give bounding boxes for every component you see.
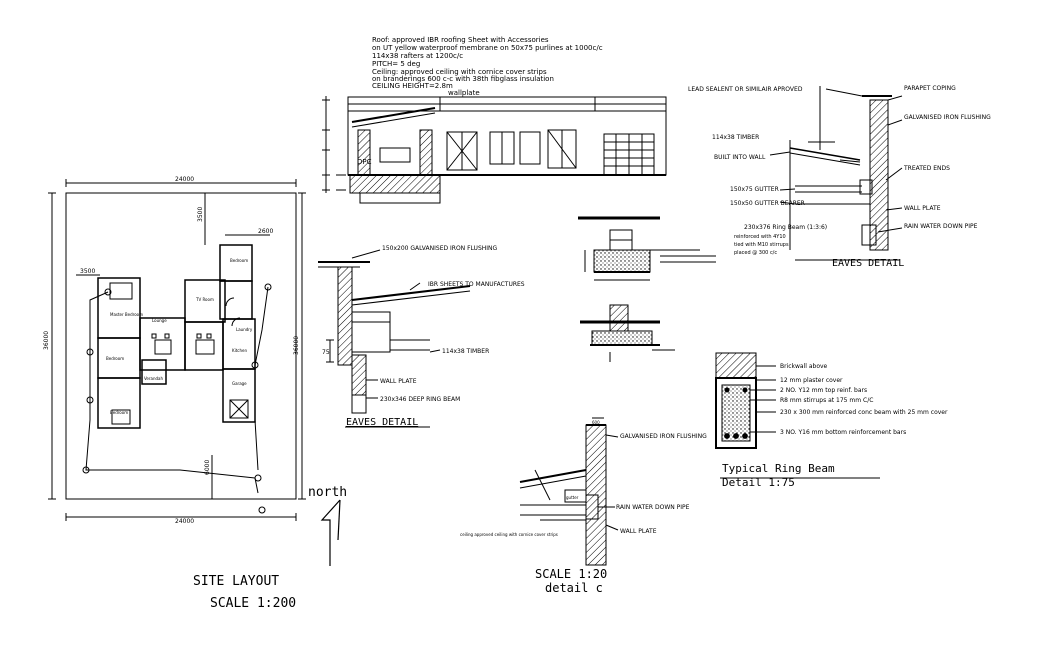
elev-note-4: Ceiling: approved ceiling with cornice c… bbox=[372, 68, 547, 76]
elev-note-3: PITCH= 5 deg bbox=[372, 60, 420, 68]
detail-c bbox=[519, 417, 619, 566]
eaves-detail-left bbox=[318, 249, 471, 428]
eaves-right-label-10: 230x376 Ring Beam (1:3:6) bbox=[744, 224, 827, 231]
eaves-left-label-0: 150x200 GALVANISED IRON FLUSHING bbox=[382, 245, 498, 252]
site-dim-bottom: 24000 bbox=[175, 518, 194, 525]
eaves-right-label-11: reinforced with 4Y10 bbox=[734, 234, 786, 240]
site-dim-d: 6000 bbox=[204, 460, 211, 475]
elev-note-6: CEILING HEIGHT=2.8m bbox=[372, 82, 453, 90]
eaves-right-label-2: 114x38 TIMBER bbox=[712, 134, 759, 141]
ring-beam-label-1: 12 mm plaster cover bbox=[780, 377, 843, 384]
footing-detail-top bbox=[578, 216, 716, 281]
eaves-right-title: EAVES DETAIL bbox=[832, 258, 904, 269]
eaves-right-label-7: WALL PLATE bbox=[904, 205, 941, 212]
room-laundry: Laundry bbox=[236, 327, 253, 332]
room-bedroom-3: Bedroom bbox=[230, 258, 248, 263]
eaves-left-label-2: 114x38 TIMBER bbox=[442, 348, 489, 355]
ring-beam-label-2: 2 NO. Y12 mm top reinf. bars bbox=[780, 387, 867, 394]
room-bedroom-1: Bedroom bbox=[106, 356, 124, 361]
elev-note-1: on UT yellow waterproof membrane on 50x7… bbox=[372, 44, 603, 52]
eaves-left-label-4: 230x346 DEEP RING BEAM bbox=[380, 396, 460, 403]
room-tv-room: TV Room bbox=[195, 297, 214, 302]
room-lounge: Lounge bbox=[152, 318, 167, 323]
elev-note-0: Roof: approved IBR roofing Sheet with Ac… bbox=[372, 36, 549, 44]
ring-beam-title: Typical Ring Beam bbox=[722, 462, 835, 475]
site-layout-title: SITE LAYOUT bbox=[193, 574, 279, 589]
room-verandah: Verandah bbox=[144, 376, 164, 381]
detail-c-title: detail c bbox=[545, 581, 603, 595]
detail-c-label-3: WALL PLATE bbox=[620, 528, 657, 535]
eaves-right-label-8: 150x50 GUTTER BEARER bbox=[730, 200, 805, 207]
elev-dpc-label: DPC bbox=[357, 158, 372, 166]
elevation-notes: Roof: approved IBR roofing Sheet with Ac… bbox=[372, 36, 603, 90]
site-dim-top: 24000 bbox=[175, 176, 194, 183]
detail-c-label-1: gutter bbox=[566, 495, 579, 500]
detail-c-label-2: RAIN WATER DOWN PIPE bbox=[616, 504, 690, 511]
house-elevation bbox=[322, 96, 667, 204]
eaves-right-label-3: GALVANISED IRON FLUSHING bbox=[904, 114, 991, 121]
elev-note-2: 114x38 rafters at 1200c/c bbox=[372, 52, 463, 60]
detail-c-scale: SCALE 1:20 bbox=[535, 567, 607, 581]
footing-detail-bottom bbox=[580, 304, 675, 362]
eaves-detail-right bbox=[769, 86, 903, 261]
elev-note-5: on branderings 600 c-c with 38th fibglas… bbox=[372, 75, 554, 83]
room-bedroom-2: Bedroom bbox=[110, 410, 128, 415]
site-dim-right: 36000 bbox=[293, 336, 300, 355]
room-master-bedroom: Master Bedroom bbox=[110, 312, 143, 317]
site-dim-a: 3500 bbox=[80, 268, 95, 275]
ring-beam-label-3: R8 mm stirrups at 175 mm C/C bbox=[780, 397, 873, 404]
eaves-left-label-1: IBR SHEETS TO MANUFACTURES bbox=[428, 281, 525, 288]
eaves-left-dim: 75 bbox=[322, 349, 330, 356]
ring-beam-label-0: Brickwall above bbox=[780, 363, 828, 370]
ring-beam-label-5: 3 NO. Y16 mm bottom reinforcement bars bbox=[780, 429, 906, 436]
eaves-left-label-3: WALL PLATE bbox=[380, 378, 417, 385]
site-dim-c: 3500 bbox=[197, 207, 204, 222]
north-arrow bbox=[320, 499, 341, 566]
ring-beam-label-4: 230 x 300 mm reinforced conc beam with 2… bbox=[780, 409, 948, 416]
eaves-right-label-9: RAIN WATER DOWN PIPE bbox=[904, 223, 978, 230]
eaves-right-label-5: TREATED ENDS bbox=[903, 165, 950, 172]
site-layout-scale: SCALE 1:200 bbox=[210, 596, 296, 611]
ring-beam-detail bbox=[715, 352, 880, 479]
eaves-right-label-13: placed @ 300 c/c bbox=[734, 250, 777, 256]
north-label: north bbox=[308, 485, 347, 500]
eaves-right-label-1: PARAPET COPING bbox=[904, 85, 956, 92]
eaves-right-label-0: LEAD SEALENT OR SIMILAIR APROVED bbox=[688, 86, 803, 93]
site-layout bbox=[48, 179, 306, 521]
detail-c-label-4: ceiling approved ceiling with cornice co… bbox=[460, 532, 558, 537]
room-garage: Garage bbox=[232, 381, 247, 386]
detail-c-label-0: GALVANISED IRON FLUSHING bbox=[620, 433, 707, 440]
site-dim-left: 36000 bbox=[43, 331, 50, 350]
elev-wallplate-label: wallplate bbox=[448, 89, 480, 97]
eaves-right-label-12: tied with M10 stirrups bbox=[734, 242, 789, 248]
room-kitchen: Kitchen bbox=[232, 348, 247, 353]
eaves-left-title: EAVES DETAIL bbox=[346, 417, 418, 428]
site-dim-b: 2600 bbox=[258, 228, 273, 235]
detail-c-dim: 600 bbox=[592, 420, 600, 425]
eaves-right-label-4: BUILT INTO WALL bbox=[714, 154, 766, 161]
eaves-right-label-6: 150x75 GUTTER bbox=[730, 186, 779, 193]
ring-beam-detail: Detail 1:75 bbox=[722, 476, 795, 489]
